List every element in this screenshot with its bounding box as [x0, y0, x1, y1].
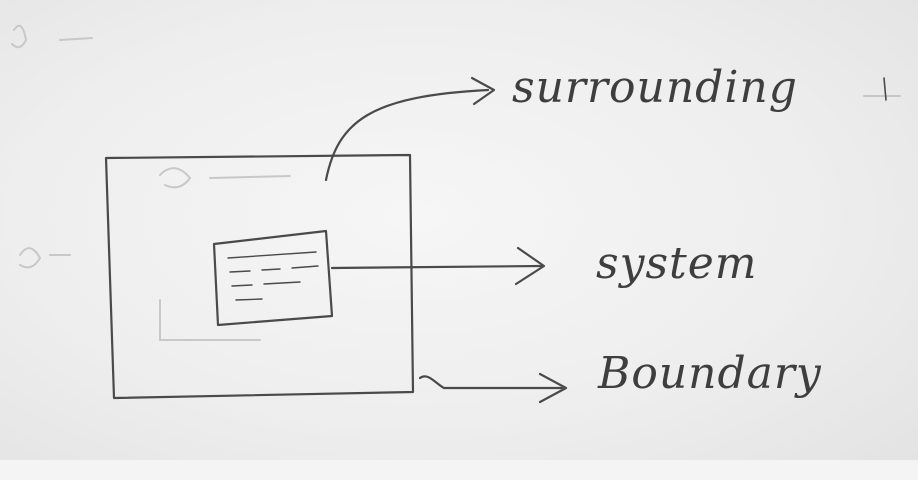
surrounding-arrow: [324, 76, 496, 182]
label-boundary: Boundary: [598, 348, 822, 399]
boundary-box: [104, 153, 415, 400]
system-arrow: [330, 246, 546, 286]
label-surrounding: surrounding: [512, 62, 798, 113]
label-system: system: [596, 238, 758, 289]
tick-mark: [883, 77, 887, 101]
erased-marks: [11, 24, 901, 341]
paper-edge: [0, 460, 918, 480]
boundary-arrow: [418, 372, 568, 404]
system-box: [212, 229, 334, 327]
system-box-scribbles: [227, 251, 319, 301]
